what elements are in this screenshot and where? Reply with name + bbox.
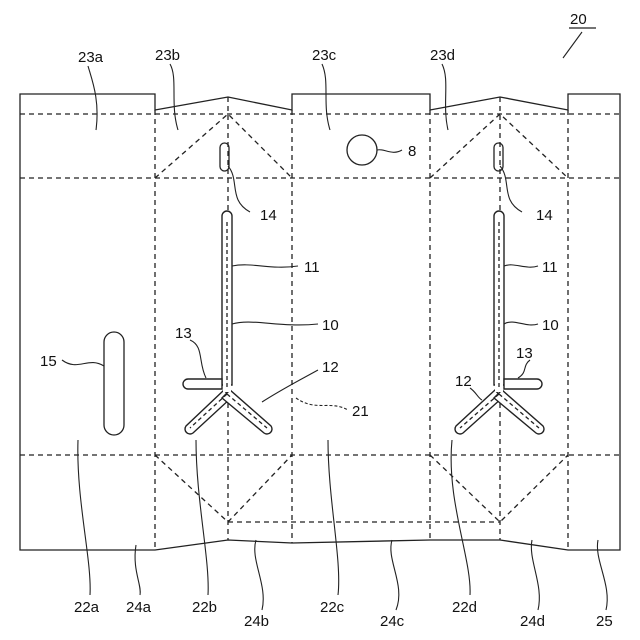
label-22a: 22a <box>74 599 100 616</box>
leader-24c <box>391 540 399 610</box>
label-15: 15 <box>40 353 57 370</box>
label-8: 8 <box>408 143 416 160</box>
leader-14-right <box>500 166 522 212</box>
sheet-outline <box>20 94 620 550</box>
label-23b: 23b <box>155 47 180 64</box>
label-14-right: 14 <box>536 207 553 224</box>
bottom-fold-left <box>155 455 292 522</box>
label-24c: 24c <box>380 613 405 630</box>
label-13-right: 13 <box>516 345 533 362</box>
slit-assembly-right <box>455 211 544 434</box>
leader-24d <box>531 540 539 610</box>
leader-11-right <box>504 265 538 267</box>
leader-22a <box>78 440 90 595</box>
label-10-left: 10 <box>322 317 339 334</box>
leader-11-left <box>232 265 298 267</box>
leader-13-left <box>190 340 206 378</box>
label-22c: 22c <box>320 599 345 616</box>
label-24b: 24b <box>244 613 269 630</box>
leader-23d <box>442 64 448 130</box>
label-11-right: 11 <box>542 259 558 276</box>
leader-23c <box>322 64 330 130</box>
label-14-left: 14 <box>260 207 277 224</box>
leader-21 <box>296 398 348 410</box>
top-fold-right <box>430 114 568 178</box>
leader-14-left <box>228 166 250 212</box>
leader-23a <box>88 66 97 130</box>
leader-10-right <box>504 322 538 325</box>
leader-12-right <box>470 388 482 400</box>
leader-22d <box>451 440 470 595</box>
label-21: 21 <box>352 403 369 420</box>
label-24d: 24d <box>520 613 545 630</box>
leader-23b <box>170 64 178 130</box>
leader-8 <box>377 150 402 153</box>
label-22d: 22d <box>452 599 477 616</box>
top-fold-left <box>155 114 292 178</box>
label-23c: 23c <box>312 47 337 64</box>
leader-22c <box>328 440 339 595</box>
leader-24b <box>255 540 263 610</box>
label-24a: 24a <box>126 599 152 616</box>
leader-22b <box>196 440 208 595</box>
leader-15 <box>62 360 104 366</box>
label-12-left: 12 <box>322 359 339 376</box>
leader-20 <box>563 32 582 58</box>
label-20: 20 <box>570 11 587 28</box>
label-12-right: 12 <box>455 373 472 390</box>
leader-13-right <box>518 360 530 378</box>
slot-14-right <box>494 143 503 171</box>
leader-10-left <box>232 322 318 325</box>
hole-8 <box>347 135 377 165</box>
label-23a: 23a <box>78 49 104 66</box>
label-22b: 22b <box>192 599 217 616</box>
slot-14-left <box>220 143 229 171</box>
leader-12-left <box>262 370 318 402</box>
label-11-left: 11 <box>304 259 320 276</box>
label-25: 25 <box>596 613 613 630</box>
label-23d: 23d <box>430 47 455 64</box>
leader-24a <box>135 545 140 595</box>
label-10-right: 10 <box>542 317 559 334</box>
label-13-left: 13 <box>175 325 192 342</box>
slot-15 <box>104 332 124 435</box>
